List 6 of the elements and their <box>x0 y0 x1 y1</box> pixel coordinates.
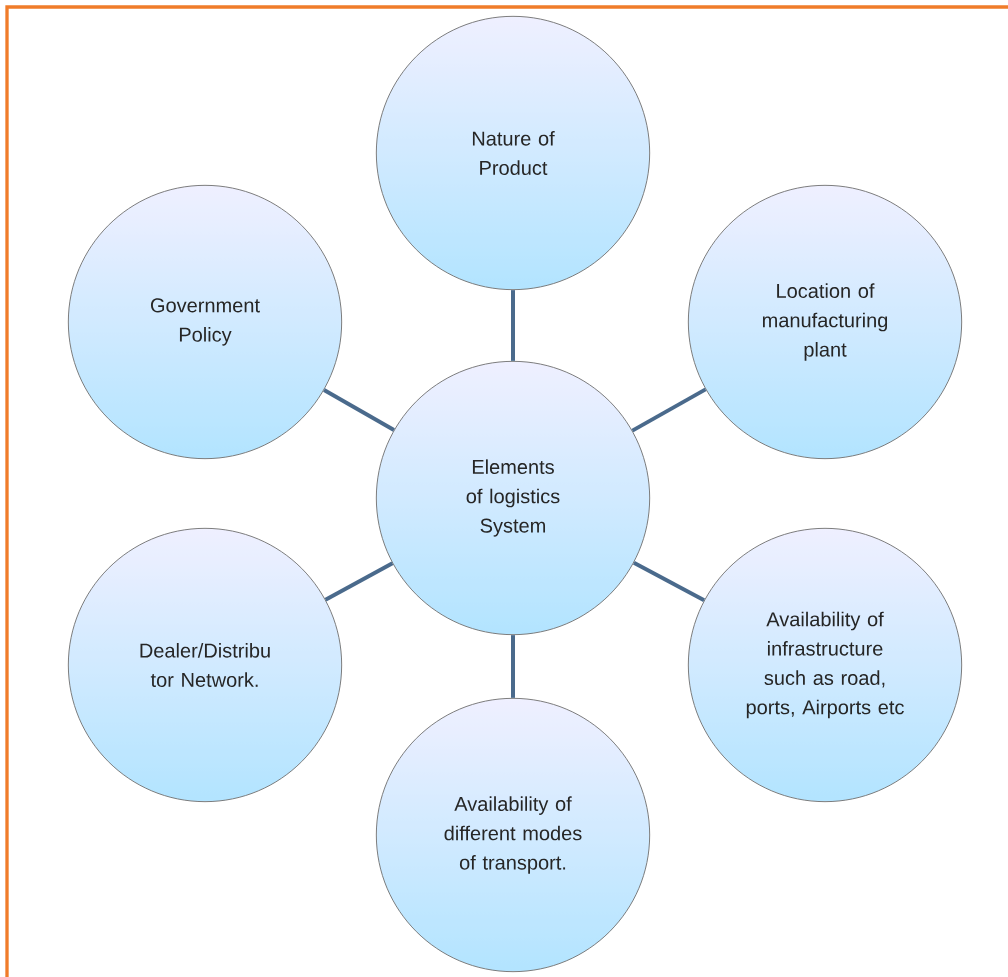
connector-line <box>632 560 706 603</box>
connector-line <box>511 290 515 361</box>
connector-line <box>631 387 707 433</box>
connector-line <box>323 388 395 432</box>
connector-line <box>324 561 394 602</box>
connector-line <box>511 635 515 698</box>
